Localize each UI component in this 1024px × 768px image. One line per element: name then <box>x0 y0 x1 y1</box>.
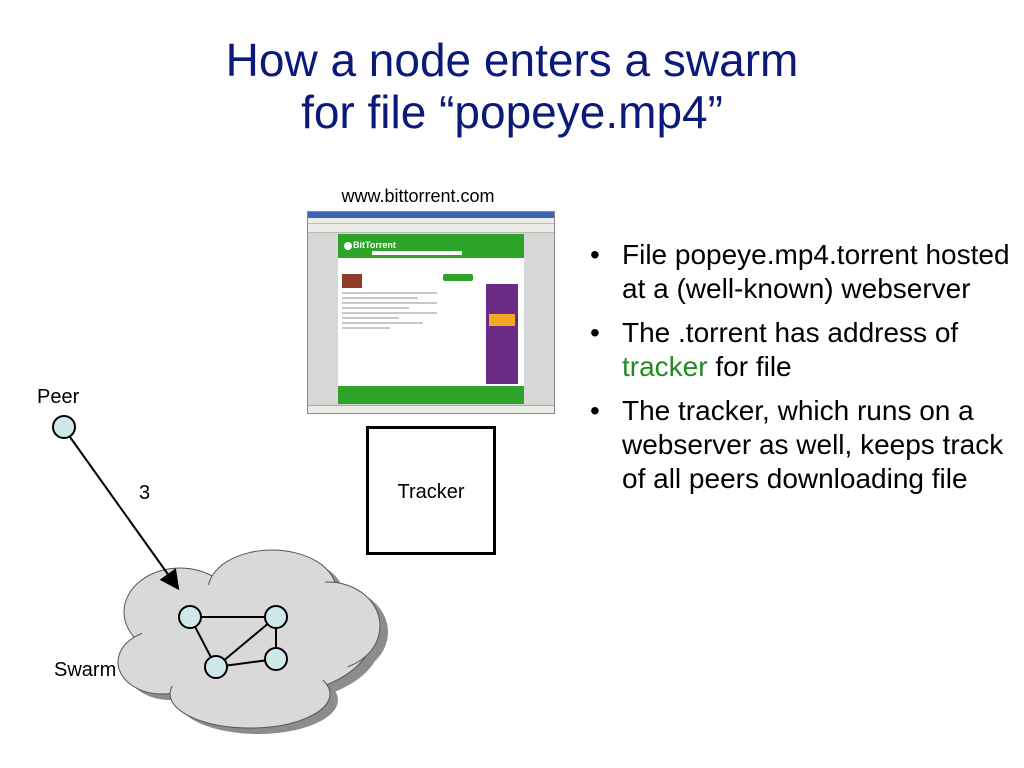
swarm-node <box>264 605 288 629</box>
bullet-marker: • <box>590 239 600 270</box>
bullet-list: • File popeye.mp4.torrent hosted at a (w… <box>582 238 1012 506</box>
bullet-marker: • <box>590 317 600 348</box>
page-text-lines <box>342 292 437 332</box>
peer-to-swarm-arrow <box>69 436 180 591</box>
website-page: BitTorrent <box>338 234 524 404</box>
slide-title: How a node enters a swarm for file “pope… <box>0 34 1024 138</box>
browser-titlebar <box>308 212 554 218</box>
browser-statusbar <box>308 405 554 413</box>
screenshot-caption: www.bittorrent.com <box>341 186 495 206</box>
bullet-text: The tracker, which runs on a webserver a… <box>622 395 1004 494</box>
browser-menubar <box>308 218 554 224</box>
side-advertisement <box>486 284 518 384</box>
title-line-1: How a node enters a swarm <box>225 34 799 86</box>
bittorrent-logo: BitTorrent <box>344 240 396 250</box>
bullet-text: File popeye.mp4.torrent hosted at a (wel… <box>622 239 1010 304</box>
edge-label: 3 <box>139 482 151 504</box>
site-search-bar <box>372 251 462 255</box>
site-footer <box>338 386 524 404</box>
tracker-highlight: tracker <box>622 351 708 382</box>
bittorrent-website-screenshot: BitTorrent <box>307 211 555 414</box>
swarm-edge <box>215 616 277 668</box>
swarm-node <box>178 605 202 629</box>
title-line-2: for file “popeye.mp4” <box>301 86 723 138</box>
peer-label: Peer <box>37 386 80 408</box>
swarm-label: Swarm <box>54 659 117 681</box>
bullet-text-pre: The .torrent has address of <box>622 317 959 348</box>
bullet-text-post: for file <box>707 351 792 382</box>
browser-toolbar <box>308 224 554 233</box>
tracker-box: Tracker <box>366 426 496 555</box>
swarm-node <box>204 655 228 679</box>
bullet-item: • File popeye.mp4.torrent hosted at a (w… <box>582 238 1012 306</box>
bullet-marker: • <box>590 395 600 426</box>
swarm-node <box>264 647 288 671</box>
site-header: BitTorrent <box>338 234 524 258</box>
bullet-item: • The .torrent has address of tracker fo… <box>582 316 1012 384</box>
tracker-label: Tracker <box>397 481 465 503</box>
video-thumbnail <box>342 274 362 288</box>
download-button-thumb <box>443 274 473 281</box>
bullet-item: • The tracker, which runs on a webserver… <box>582 394 1012 496</box>
peer-node <box>52 415 76 439</box>
